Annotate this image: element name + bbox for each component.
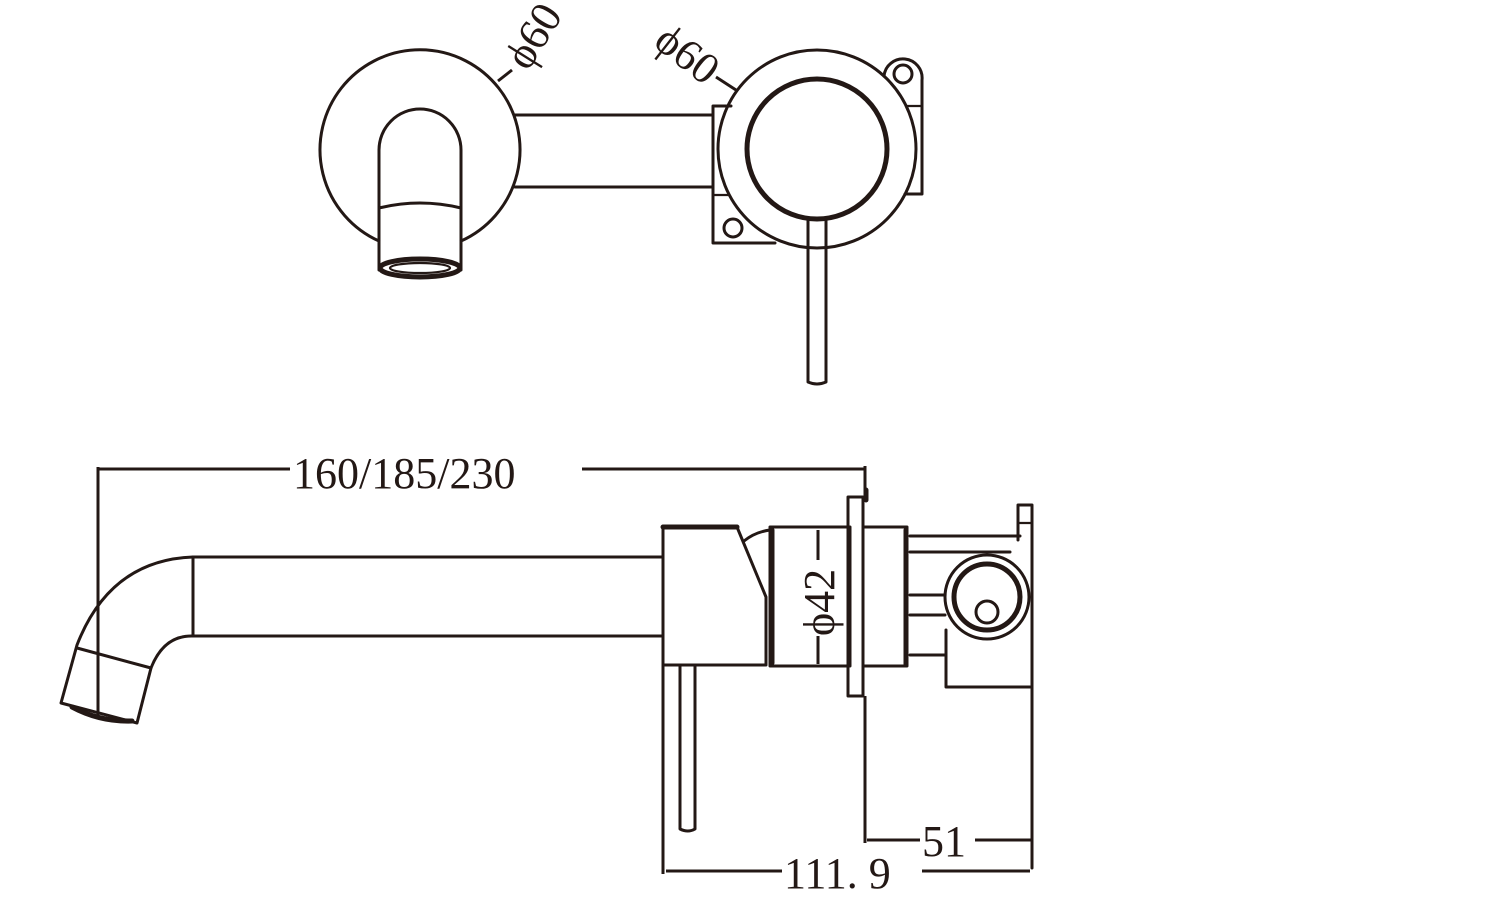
mixer-body — [660, 487, 1034, 870]
side-view: 160/185/230 ϕ42 51 111. 9 — [59, 449, 1034, 898]
dimension-mixer-plate-diameter: ϕ60 — [646, 14, 737, 94]
dimension-body-diameter: ϕ42 — [795, 530, 844, 664]
mixer-lever — [806, 217, 828, 386]
dimension-spout-length: 160/185/230 — [96, 449, 867, 716]
spout-plate-diameter-label: ϕ60 — [495, 0, 572, 77]
side-lever — [678, 663, 697, 833]
dimension-spout-plate-diameter: ϕ60 — [495, 0, 572, 83]
dimension-wall-depth: 51 — [863, 696, 1031, 866]
dimension-total-depth: 111. 9 — [661, 665, 1030, 898]
connecting-pipe — [513, 113, 714, 189]
spout — [59, 555, 665, 725]
body-diameter-label: ϕ42 — [795, 569, 844, 636]
mixer-plate-diameter-label: ϕ60 — [646, 14, 729, 94]
wall-depth-label: 51 — [922, 817, 966, 866]
mounting-bracket — [711, 57, 924, 245]
spout-length-label: 160/185/230 — [293, 449, 515, 498]
front-view: ϕ60 ϕ60 — [318, 0, 924, 386]
total-depth-label: 111. 9 — [784, 849, 891, 898]
spout-wall-plate — [318, 48, 522, 280]
mixer-plate — [716, 48, 918, 250]
